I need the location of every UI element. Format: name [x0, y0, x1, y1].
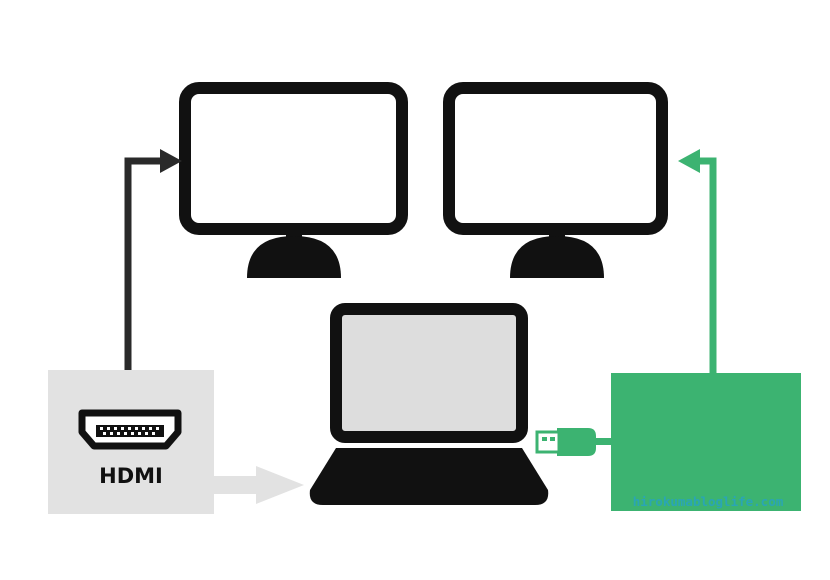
hdmi-to-left-monitor-arrow — [124, 149, 182, 370]
input-arrow-head — [256, 466, 304, 504]
usb-plug-icon — [535, 428, 611, 456]
watermark-text: hirokumabloglife.com — [633, 494, 784, 509]
left-monitor-icon — [179, 82, 408, 278]
usb-box-background — [611, 373, 801, 511]
input-arrow-shaft — [214, 476, 264, 494]
usb-display-adapter-box: hirokumabloglife.com — [611, 373, 801, 511]
hdmi-adapter-box: HDMI — [48, 370, 214, 514]
usb-to-right-monitor-arrow — [678, 149, 717, 373]
laptop-icon — [309, 303, 549, 505]
hdmi-to-laptop-arrow — [214, 466, 304, 504]
right-monitor-icon — [443, 82, 668, 278]
hdmi-label: HDMI — [99, 464, 163, 488]
hdmi-port-icon — [78, 409, 182, 450]
